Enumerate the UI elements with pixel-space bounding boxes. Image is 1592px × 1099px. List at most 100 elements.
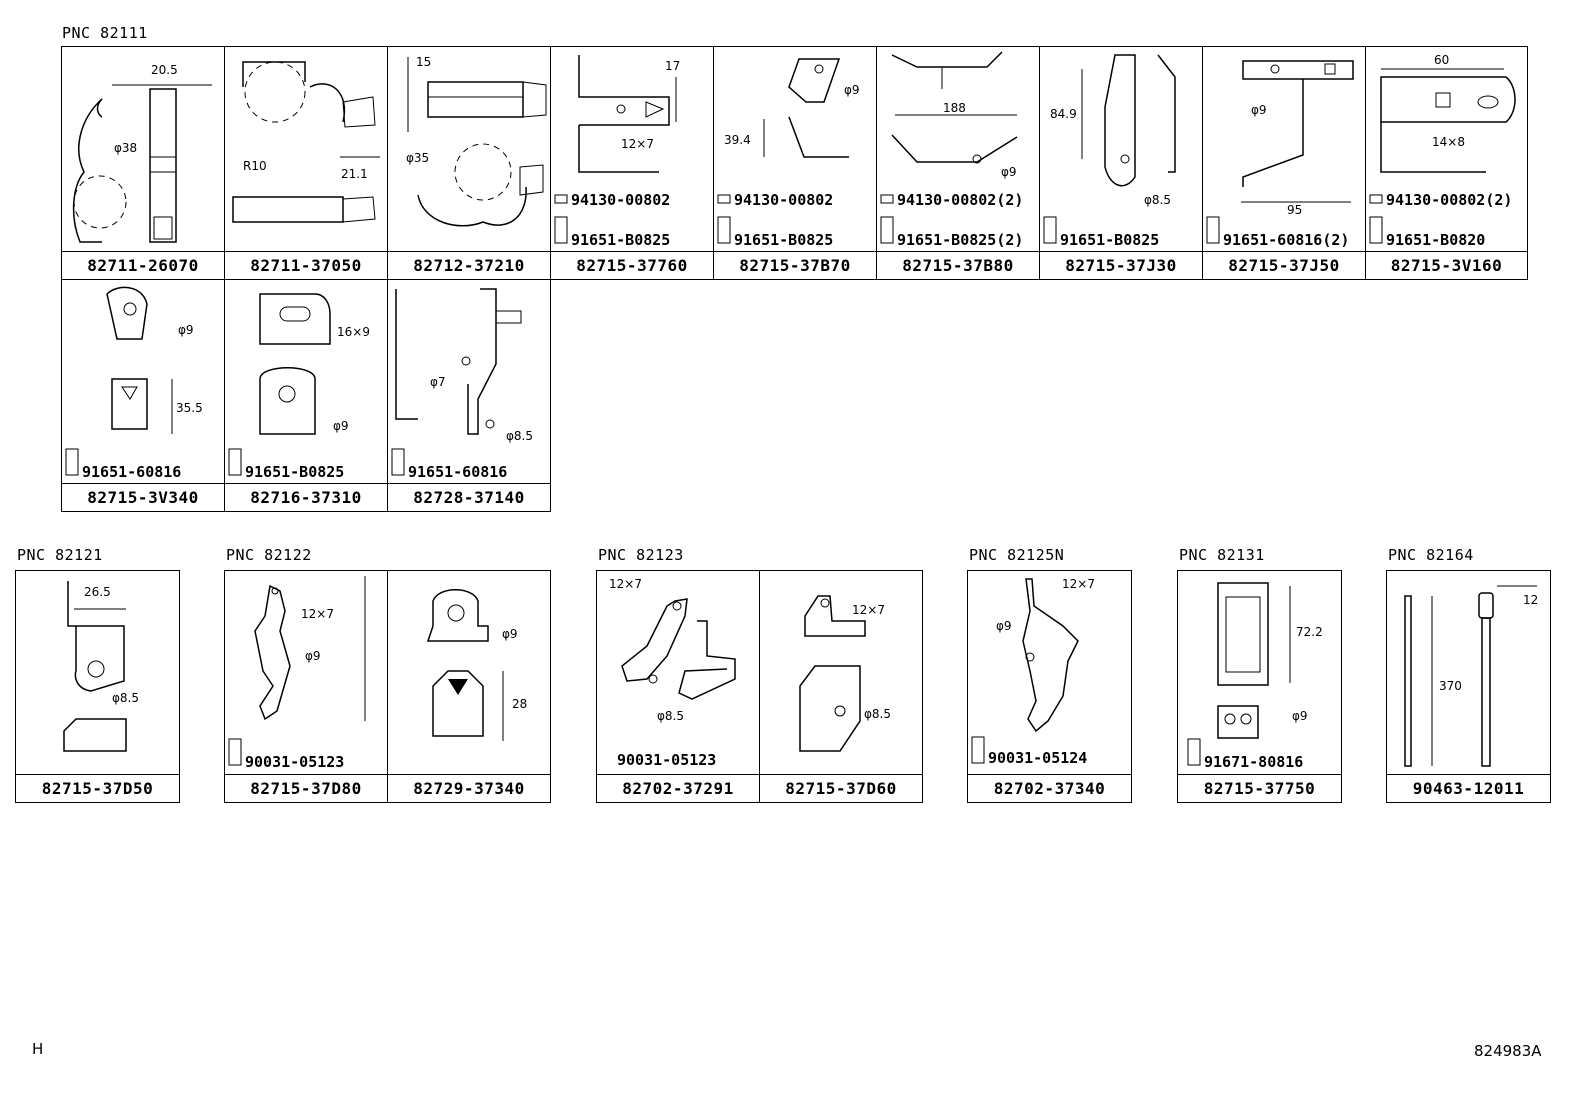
bracket-drawing — [799, 595, 866, 752]
clamp-drawing — [72, 84, 212, 243]
subpart-number: 94130-00802(2) — [1386, 191, 1513, 209]
bracket-drawing — [971, 578, 1079, 764]
subpart-number: 94130-00802 — [734, 191, 834, 209]
subpart-number: 91651-60816 — [408, 463, 508, 481]
dim-label: 60 — [1434, 53, 1450, 67]
dim-label: φ38 — [114, 141, 138, 155]
part-number: 82715-3V160 — [1366, 251, 1527, 279]
cable-tie-drawing — [1404, 585, 1537, 767]
dim-label: 35.5 — [176, 401, 203, 415]
part-cell[interactable]: 12×7 φ8.5 90031-05123 82702-37291 — [597, 571, 760, 803]
dim-label: φ9 — [502, 627, 518, 641]
subpart-number: 91651-60816 — [82, 463, 182, 481]
dim-label: 15 — [416, 55, 432, 69]
bracket-drawing — [65, 286, 173, 476]
part-number: 82702-37340 — [968, 774, 1131, 802]
dim-label: 20.5 — [151, 63, 178, 77]
part-cell[interactable]: 12×7 φ8.5 82715-37D60 — [760, 571, 923, 803]
parts-grid-82123: 12×7 φ8.5 90031-05123 82702-37291 12×7 φ… — [596, 570, 923, 803]
part-number: 82716-37310 — [225, 483, 387, 511]
bracket-drawing — [1369, 68, 1516, 244]
part-cell[interactable]: 60 14×8 94130-00802(2) 91651-B0820 82715… — [1366, 47, 1528, 280]
dim-label: φ9 — [1292, 709, 1308, 723]
part-number: 82715-37B80 — [877, 251, 1039, 279]
dim-label: φ9 — [178, 323, 194, 337]
part-cell[interactable]: 15 φ35 82712-37210 — [388, 47, 551, 280]
dim-label: 12×7 — [301, 607, 334, 621]
part-number: 82715-37D50 — [16, 774, 179, 802]
pnc-label: PNC 82121 — [17, 546, 103, 564]
dim-label: 21.1 — [341, 167, 368, 181]
bracket-drawing — [717, 58, 849, 244]
pnc-label: PNC 82164 — [1388, 546, 1474, 564]
pnc-label: PNC 82131 — [1179, 546, 1265, 564]
part-cell[interactable]: 84.9 φ8.5 91651-B0825 82715-37J30 — [1040, 47, 1203, 280]
parts-grid-82111-row2: φ9 35.5 91651-60816 82715-3V340 16×9 φ9 … — [61, 279, 551, 512]
part-number: 82711-26070 — [62, 251, 224, 279]
part-cell[interactable]: φ9 35.5 91651-60816 82715-3V340 — [62, 279, 225, 512]
bracket-drawing — [621, 598, 736, 700]
part-cell[interactable]: φ9 95 91651-60816(2) 82715-37J50 — [1203, 47, 1366, 280]
clip-drawing — [232, 61, 380, 223]
part-cell[interactable]: R10 21.1 82711-37050 — [225, 47, 388, 280]
part-cell[interactable]: 12×7 φ9 90031-05124 82702-37340 — [968, 571, 1132, 803]
dim-label: φ9 — [333, 419, 349, 433]
bracket-drawing — [1206, 60, 1354, 244]
dim-label: φ8.5 — [1144, 193, 1171, 207]
part-cell[interactable]: φ9 28 82729-37340 — [388, 571, 551, 803]
part-cell[interactable]: 12×7 φ9 90031-05123 82715-37D80 — [225, 571, 388, 803]
dim-label: φ9 — [305, 649, 321, 663]
dim-label: 95 — [1287, 203, 1303, 217]
dim-label: 14×8 — [1432, 135, 1465, 149]
subpart-number: 94130-00802(2) — [897, 191, 1024, 209]
part-number: 82702-37291 — [597, 774, 759, 802]
subpart-number: 90031-05124 — [988, 749, 1088, 767]
dim-label: φ8.5 — [506, 429, 533, 443]
dim-label: 39.4 — [724, 133, 751, 147]
part-number: 82715-37J30 — [1040, 251, 1202, 279]
bracket-drawing — [228, 576, 366, 766]
part-cell[interactable]: 12 370 90463-12011 — [1387, 571, 1551, 803]
subpart-number: 91651-B0825 — [571, 231, 671, 249]
dim-label: 12×7 — [1062, 577, 1095, 591]
dim-label: 12×7 — [621, 137, 654, 151]
part-cell[interactable]: φ7 φ8.5 91651-60816 82728-37140 — [388, 279, 551, 512]
part-cell[interactable]: 188 φ9 94130-00802(2) 91651-B0825(2) 827… — [877, 47, 1040, 280]
part-cell[interactable]: 17 12×7 94130-00802 91651-B0825 82715-37… — [551, 47, 714, 280]
dim-label: R10 — [243, 159, 267, 173]
dim-label: φ7 — [430, 375, 446, 389]
parts-grid-82121: 26.5 φ8.5 82715-37D50 — [15, 570, 180, 803]
parts-grid-82131: 72.2 φ9 91671-80816 82715-37750 — [1177, 570, 1342, 803]
pnc-label: PNC 82123 — [598, 546, 684, 564]
dim-label: φ9 — [1001, 165, 1017, 179]
part-cell[interactable]: 72.2 φ9 91671-80816 82715-37750 — [1178, 571, 1342, 803]
illustration-id: 824983A — [1474, 1042, 1542, 1060]
dim-label: 84.9 — [1050, 107, 1077, 121]
dim-label: 28 — [512, 697, 528, 711]
pnc-label: PNC 82122 — [226, 546, 312, 564]
part-number: 82715-37750 — [1178, 774, 1341, 802]
part-cell[interactable]: 26.5 φ8.5 82715-37D50 — [16, 571, 180, 803]
part-cell[interactable]: 16×9 φ9 91651-B0825 82716-37310 — [225, 279, 388, 512]
dim-label: 72.2 — [1296, 625, 1323, 639]
part-number: 82715-37760 — [551, 251, 713, 279]
dim-label: 17 — [665, 59, 681, 73]
bracket-drawing — [880, 51, 1018, 244]
subpart-number: 91651-B0825 — [734, 231, 834, 249]
clip-drawing — [407, 57, 547, 227]
subpart-number: 91651-B0825(2) — [897, 231, 1024, 249]
subpart-number: 94130-00802 — [571, 191, 671, 209]
subpart-number: 91651-B0825 — [245, 463, 345, 481]
parts-grid-82164: 12 370 90463-12011 — [1386, 570, 1551, 803]
part-number: 82715-37D60 — [760, 774, 922, 802]
dim-label: φ8.5 — [112, 691, 139, 705]
part-cell[interactable]: φ9 39.4 94130-00802 91651-B0825 82715-37… — [714, 47, 877, 280]
dim-label: 12×7 — [609, 577, 642, 591]
dim-label: φ35 — [406, 151, 430, 165]
dim-label: φ9 — [996, 619, 1012, 633]
bracket-drawing — [554, 55, 677, 244]
part-number: 82715-37B70 — [714, 251, 876, 279]
bracket-drawing — [1187, 582, 1291, 766]
part-cell[interactable]: 20.5 φ38 82711-26070 — [62, 47, 225, 280]
part-number: 82715-37D80 — [225, 774, 387, 802]
